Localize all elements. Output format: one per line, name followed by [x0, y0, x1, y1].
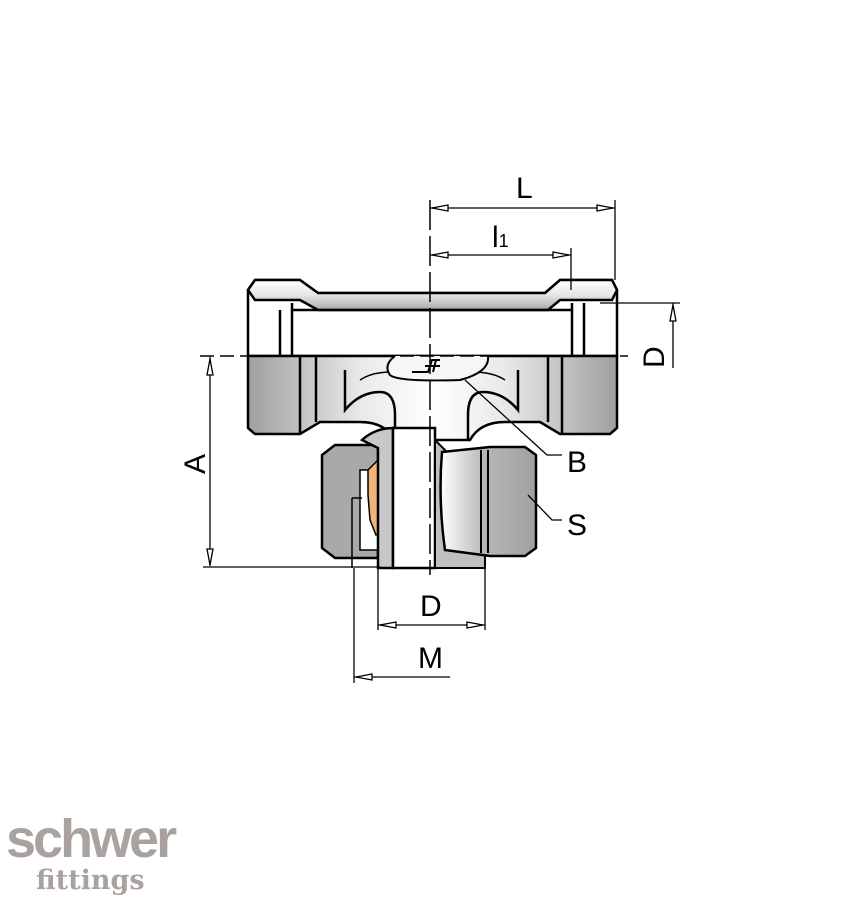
dimension-lines: [203, 200, 680, 683]
brand-logo: schwer fittings: [6, 809, 177, 896]
brand-name: schwer: [6, 809, 177, 869]
label-S: S: [567, 509, 587, 542]
run-body-upper: [246, 278, 619, 358]
dimension-labels: L l1 D A B S D M: [179, 172, 671, 675]
run-body-lower: [246, 354, 619, 442]
branch-nut-section: [320, 443, 383, 568]
brand-subtitle: fittings: [36, 865, 145, 896]
label-A: A: [179, 454, 212, 474]
branch-nut-hex: [439, 445, 538, 558]
label-L: L: [516, 172, 533, 205]
label-l1: l1: [492, 221, 509, 254]
label-M: M: [418, 642, 443, 675]
center-lines: [200, 200, 628, 575]
label-D-bottom: D: [420, 590, 442, 623]
label-B: B: [567, 446, 587, 479]
label-D-right: D: [638, 346, 671, 368]
